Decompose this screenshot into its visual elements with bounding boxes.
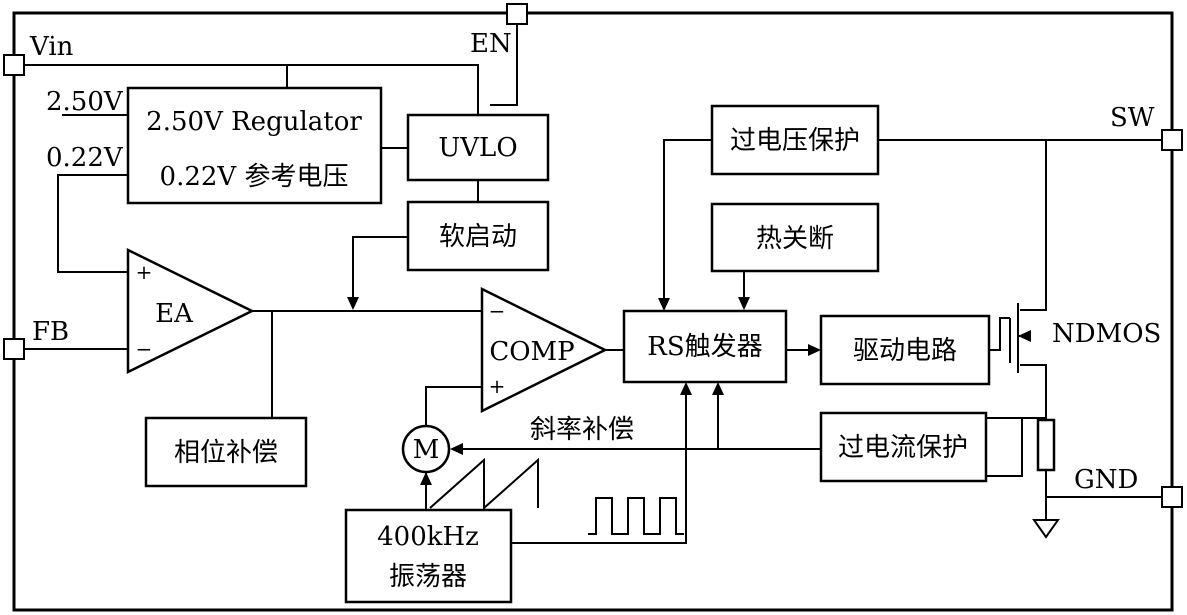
mosfet-label: NDMOS	[1052, 319, 1161, 349]
pin-fb	[3, 338, 25, 360]
pin-label-gnd: GND	[1074, 465, 1138, 495]
input-label-2v50: 2.50V	[46, 87, 124, 117]
ovp-label: 过电压保护	[730, 126, 860, 156]
pin-label-fb: FB	[32, 317, 69, 347]
ocp-label: 过电流保护	[838, 433, 968, 463]
multiplier-label: M	[413, 435, 440, 465]
comparator-label: COMP	[489, 337, 574, 367]
error-amplifier	[126, 247, 255, 375]
arrow-slope-into-multiplier	[450, 443, 463, 455]
pin-gnd	[1161, 486, 1183, 508]
oscillator-block	[344, 508, 513, 604]
ground-symbol	[1032, 519, 1060, 539]
comp-minus-sign: −	[489, 299, 506, 323]
thermal-shutdown-label: 热关断	[756, 224, 834, 254]
thermal-shutdown-block	[710, 202, 880, 273]
slope-comp-label: 斜率补偿	[530, 415, 634, 445]
ovp-block	[710, 104, 880, 176]
rs-flipflop-block	[622, 309, 788, 384]
ocp-block	[819, 411, 988, 483]
error-amp-label: EA	[155, 299, 194, 329]
pwm-comparator	[480, 286, 608, 414]
uvlo-block	[406, 113, 550, 182]
regulator-label-line2: 0.22V 参考电压	[160, 162, 349, 192]
phase-comp-block	[144, 416, 308, 488]
comp-plus-sign: +	[489, 374, 506, 398]
regulator-block	[126, 86, 383, 205]
regulator-label-line1: 2.50V Regulator	[146, 107, 362, 137]
soft-start-label: 软启动	[439, 222, 517, 252]
ea-minus-sign: −	[136, 337, 153, 361]
chip-boundary	[12, 11, 1174, 612]
ea-plus-sign: +	[136, 260, 153, 284]
uvlo-label: UVLO	[438, 133, 517, 163]
arrow-oscillator-into-multiplier	[420, 472, 432, 485]
rs-flipflop-label: RS触发器	[647, 332, 762, 362]
arrow-rs-into-driver	[808, 344, 821, 356]
arrow-thermal-into-rs	[738, 297, 750, 310]
pin-vin	[3, 54, 25, 76]
phase-comp-label: 相位补偿	[174, 438, 278, 468]
soft-start-block	[406, 200, 550, 272]
arrow-softstart-into-comp	[347, 297, 359, 310]
pin-sw	[1161, 129, 1183, 151]
pin-en	[506, 3, 528, 25]
pin-label-vin: Vin	[29, 32, 74, 62]
arrow-mosfet-arrow	[1018, 330, 1031, 342]
input-label-0v22: 0.22V	[46, 143, 124, 173]
pin-label-sw: SW	[1110, 103, 1155, 133]
oscillator-label-line2: 振荡器	[389, 562, 467, 592]
sense-resistor	[1036, 418, 1056, 472]
oscillator-label-line1: 400kHz	[377, 522, 479, 552]
arrow-ovp-into-rs	[658, 298, 670, 311]
pin-label-en: EN	[470, 29, 512, 59]
driver-label: 驱动电路	[853, 336, 957, 366]
multiplier-circle	[401, 424, 451, 474]
arrow-ocp-into-rs	[712, 382, 724, 395]
driver-block	[819, 314, 991, 386]
signal-arrows	[347, 297, 1031, 485]
arrow-clock-into-rs	[680, 382, 692, 395]
